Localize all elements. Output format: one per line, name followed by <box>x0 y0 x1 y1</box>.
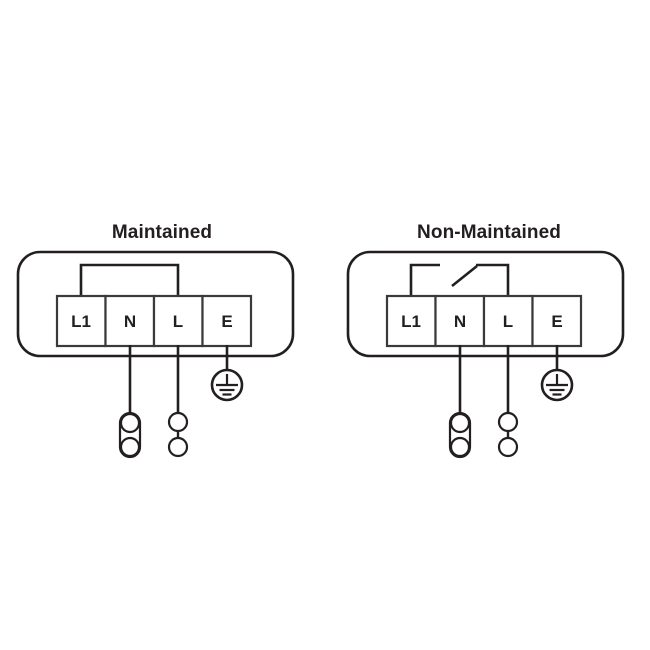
terminal-label-e-maintained: E <box>221 312 232 331</box>
terminal-cell-l-maintained <box>152 294 204 348</box>
terminal-label-l-maintained: L <box>173 312 183 331</box>
diagram-title-non-maintained: Non-Maintained <box>417 222 561 243</box>
earth-symbol-non-maintained <box>540 368 574 402</box>
terminal-cell-l-non-maintained <box>482 294 534 348</box>
terminal-label-l1-maintained: L1 <box>71 312 91 331</box>
diagram-non-maintained: Non-Maintained L1 N L E <box>346 222 625 459</box>
connector-capsule-n-non-maintained <box>448 411 472 459</box>
terminal-cell-l1-maintained <box>55 294 107 348</box>
terminal-label-l-non-maintained: L <box>503 312 513 331</box>
jumper-link-maintained <box>79 263 180 297</box>
terminal-label-l1-non-maintained: L1 <box>401 312 421 331</box>
diagram-maintained: Maintained L1 N L E <box>16 222 295 459</box>
connector-capsule-n-maintained <box>118 411 142 459</box>
terminal-label-n-maintained: N <box>124 312 136 331</box>
connector-circles-l-non-maintained <box>497 411 519 458</box>
terminal-label-n-non-maintained: N <box>454 312 466 331</box>
earth-symbol-maintained <box>210 368 244 402</box>
switch-blade-non-maintained <box>451 264 478 288</box>
terminal-cell-e-non-maintained <box>531 294 583 348</box>
connector-circles-l-maintained <box>167 411 189 458</box>
switch-left-arm-non-maintained <box>409 263 440 297</box>
terminal-label-e-non-maintained: E <box>551 312 562 331</box>
switch-right-arm-non-maintained <box>476 263 510 297</box>
diagram-title-maintained: Maintained <box>112 222 212 243</box>
